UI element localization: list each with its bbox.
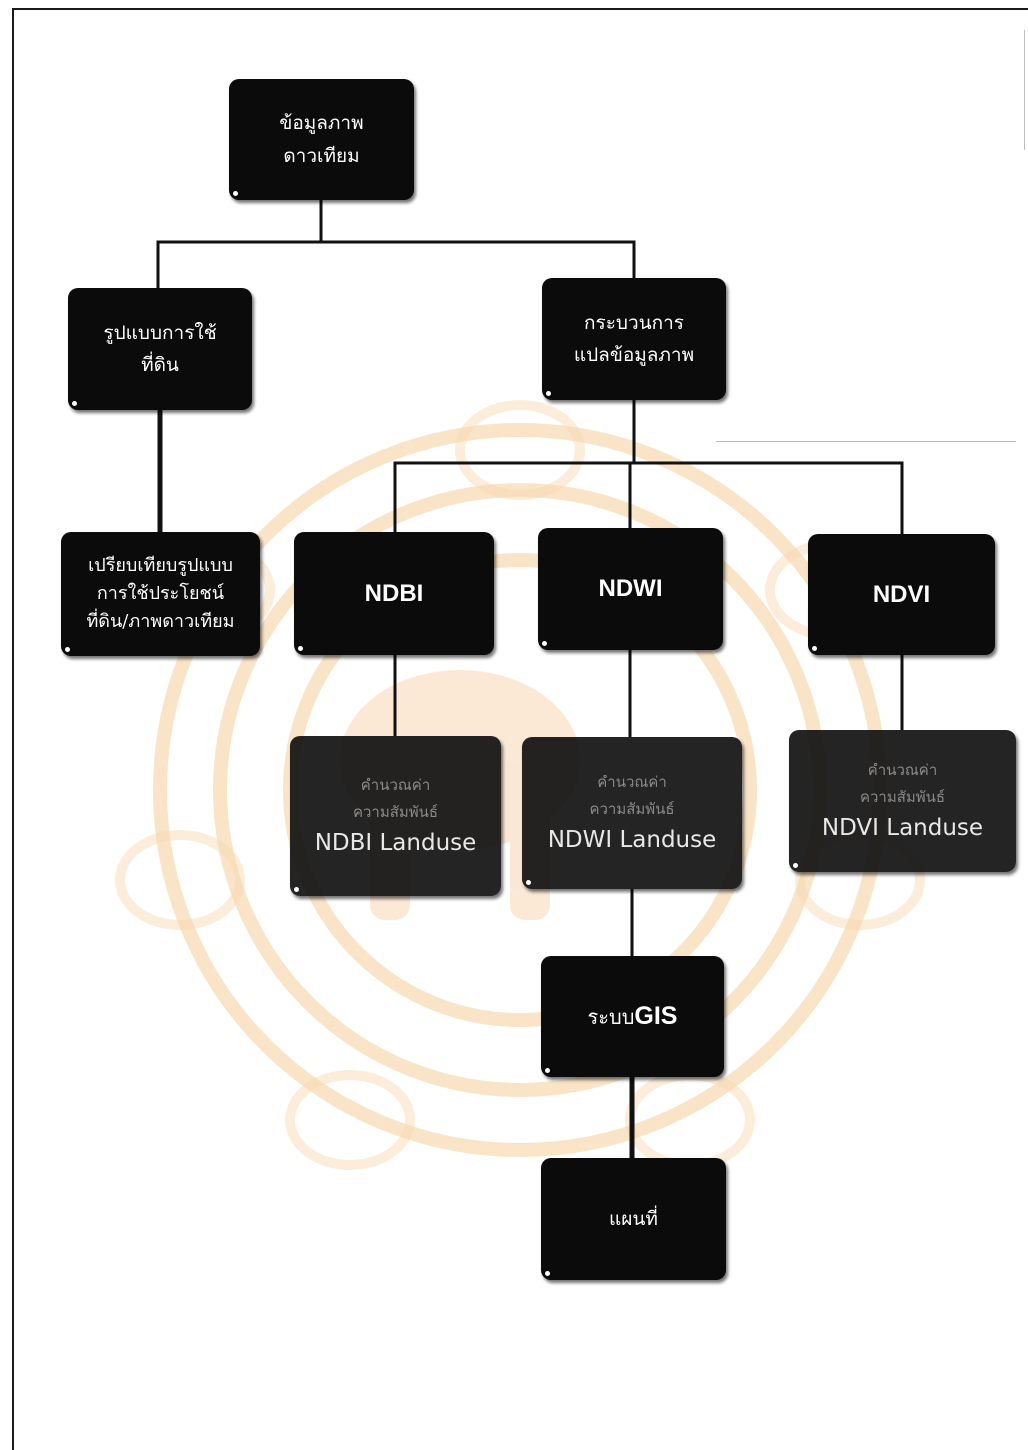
node-marker [65,647,70,652]
node-marker [546,391,551,396]
node-compare: เปรียบเทียบรูปแบบ การใช้ประโยชน์ ที่ดิน/… [61,532,260,656]
node-gis-prefix: ระบบ [587,1004,635,1029]
node-ndvi-calc-line-2: ความสัมพันธ์ [859,787,946,806]
edge-interpretation-ndbi [393,461,634,532]
node-ndbi-label: NDBI [364,579,424,607]
edge-interpretation-ndvi [634,461,904,534]
edge-satellite-interpretation [321,240,636,278]
node-marker [526,880,531,885]
node-landuse-line-1: รูปแบบการใช้ [103,321,217,344]
node-compare-line-3: ที่ดิน/ภาพดาวเทียม [86,610,235,632]
node-marker [812,646,817,651]
node-marker [545,1068,550,1073]
node-compare-line-1: เปรียบเทียบรูปแบบ [88,555,233,577]
node-ndvi-calc-line-1: คำนวณค่า [867,760,938,779]
node-marker [298,646,303,651]
node-ndbi: NDBI [294,532,494,655]
node-satellite-line-1: ข้อมูลภาพ [279,112,364,135]
node-landuse-pattern: รูปแบบการใช้ ที่ดิน [68,288,252,410]
node-ndbi-calc-line-2: ความสัมพันธ์ [352,802,439,821]
node-ndvi-landuse: NDVI Landuse [821,814,984,841]
node-satellite-data: ข้อมูลภาพ ดาวเทียม [229,79,414,200]
node-ndbi-calc-line-1: คำนวณค่า [360,775,431,794]
node-compare-line-2: การใช้ประโยชน์ [96,583,225,605]
node-ndwi-calc-line-1: คำนวณค่า [597,772,667,791]
node-satellite-line-2: ดาวเทียม [283,144,360,167]
node-interpretation-line-1: กระบวนการ [583,311,684,334]
node-ndwi-calc-line-2: ความสัมพันธ์ [589,799,675,818]
node-marker [72,401,77,406]
node-gis-bold: GIS [634,1001,678,1030]
node-ndwi: NDWI [538,528,723,650]
page-border [12,8,1028,1450]
node-gis-label: ระบบGIS [588,1001,678,1033]
node-map-label: แผนที่ [609,1207,658,1230]
node-marker [545,1271,550,1276]
node-marker [793,863,798,868]
node-ndbi-landuse: NDBI Landuse [314,829,477,856]
node-ndwi-calc: คำนวณค่า ความสัมพันธ์ NDWI Landuse [522,737,742,889]
node-ndvi-calc: คำนวณค่า ความสัมพันธ์ NDVI Landuse [789,730,1016,872]
node-interpretation-process: กระบวนการ แปลข้อมูลภาพ [542,278,726,400]
node-marker [542,641,547,646]
node-gis-system: ระบบGIS [541,956,724,1077]
scan-artifact-line [1024,30,1025,150]
node-map: แผนที่ [541,1158,726,1280]
edge-satellite-landuse [156,240,321,288]
node-marker [294,887,299,892]
node-ndvi-label: NDVI [872,580,931,608]
node-marker [233,191,238,196]
node-ndvi: NDVI [808,534,995,655]
scan-artifact-line [716,441,1016,442]
node-ndwi-label: NDWI [598,575,663,602]
node-ndbi-calc: คำนวณค่า ความสัมพันธ์ NDBI Landuse [290,736,501,896]
node-ndwi-landuse: NDWI Landuse [547,826,717,853]
node-landuse-line-2: ที่ดิน [141,354,179,376]
node-interpretation-line-2: แปลข้อมูลภาพ [573,344,695,366]
